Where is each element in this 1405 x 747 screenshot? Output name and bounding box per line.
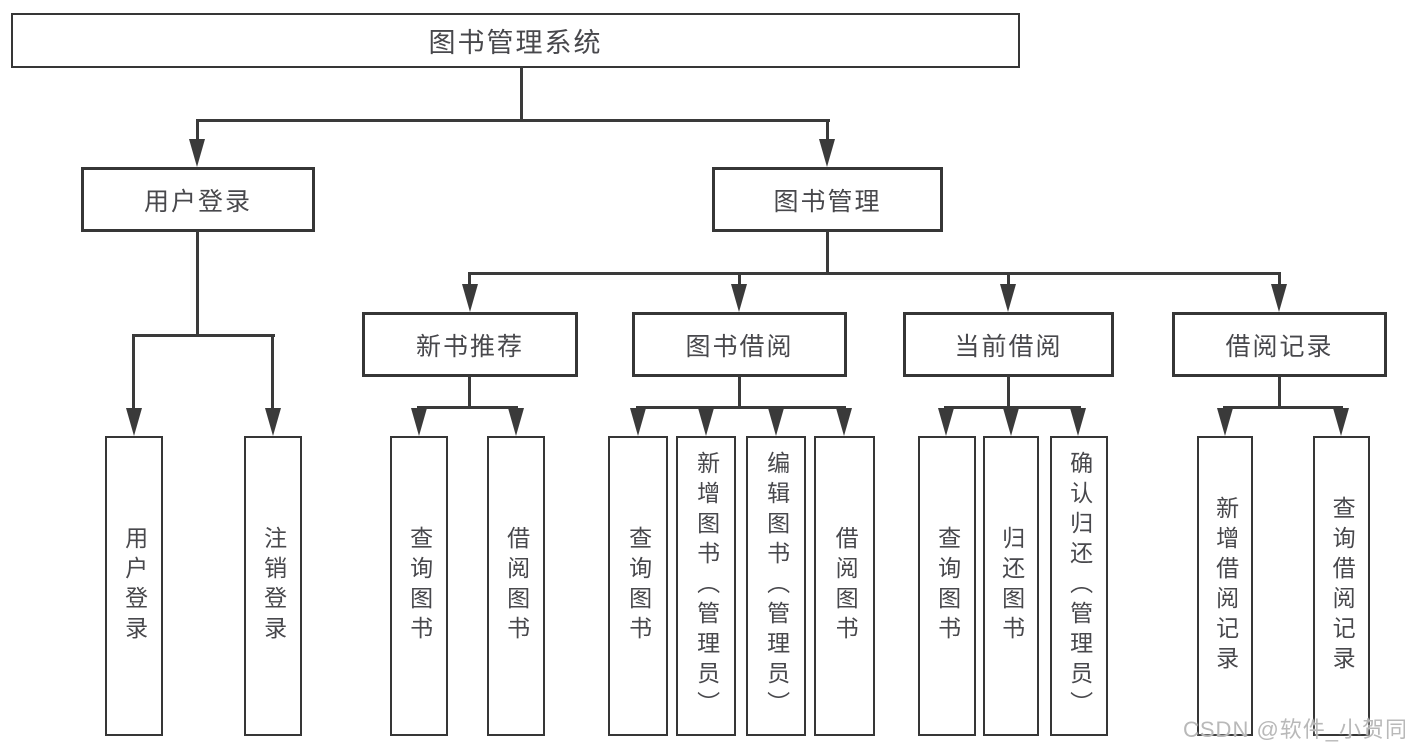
arrowhead-down [508,408,524,436]
connector-line [520,66,523,121]
node-borrow-books-label: 借阅图书 [832,526,859,646]
connector-line [133,334,275,337]
arrowhead-down [1070,408,1086,436]
arrowhead-down [836,408,852,436]
node-confirm-return-admin: 确认归还（管理员） [1050,436,1108,736]
node-logout-login-label: 注销登录 [260,526,287,646]
node-library-system-label: 图书管理系统 [428,28,603,58]
node-return-books: 归还图书 [983,436,1039,736]
node-borrow-books: 借阅图书 [814,436,875,736]
connector-line [1224,406,1343,409]
arrowhead-down [938,408,954,436]
arrowhead-down [1333,408,1349,436]
arrowhead-down [630,408,646,436]
connector-line [738,272,741,286]
node-book-management-label: 图书管理 [773,187,882,216]
connector-line [826,231,829,274]
connector-line [826,119,829,147]
node-user-login-label: 用户登录 [143,187,252,216]
arrowhead-down [1217,408,1233,436]
node-borrowing-records-label: 借阅记录 [1225,332,1334,361]
node-library-system: 图书管理系统 [11,13,1020,68]
connector-line [1007,272,1010,286]
arrowhead-down [819,139,835,167]
node-borrowing-records: 借阅记录 [1172,312,1387,377]
node-add-borrow-record: 新增借阅记录 [1197,436,1253,736]
connector-line [271,334,274,410]
node-book-borrowing-label: 图书借阅 [685,332,794,361]
node-book-management: 图书管理 [712,167,943,232]
connector-line [738,376,741,408]
connector-line [637,406,846,409]
arrowhead-down [1271,284,1287,312]
node-confirm-return-admin-label: 确认归还（管理员） [1066,451,1093,721]
node-query-books-recommend: 查询图书 [390,436,448,736]
node-borrow-books-recommend-label: 借阅图书 [503,526,530,646]
node-user-login-leaf-label: 用户登录 [121,526,148,646]
node-new-book-recommendation: 新书推荐 [362,312,578,377]
arrowhead-down [768,408,784,436]
node-current-borrowing-label: 当前借阅 [954,332,1063,361]
connector-line [468,376,471,408]
node-logout-login: 注销登录 [244,436,302,736]
node-borrow-books-recommend: 借阅图书 [487,436,545,736]
node-return-books-label: 归还图书 [998,526,1025,646]
arrowhead-down [462,284,478,312]
arrowhead-down [1003,408,1019,436]
node-query-borrow-record: 查询借阅记录 [1313,436,1370,736]
node-book-borrowing: 图书借阅 [632,312,847,377]
arrowhead-down [411,408,427,436]
connector-line [132,334,135,410]
arrowhead-down [126,408,142,436]
arrowhead-down [731,284,747,312]
node-edit-books-admin-label: 编辑图书（管理员） [763,451,790,721]
node-add-borrow-record-label: 新增借阅记录 [1212,496,1239,676]
node-user-login: 用户登录 [81,167,315,232]
node-query-books-current-label: 查询图书 [934,526,961,646]
connector-line [468,272,471,286]
node-current-borrowing: 当前借阅 [903,312,1114,377]
arrowhead-down [189,139,205,167]
connector-line [197,119,830,122]
node-user-login-leaf: 用户登录 [105,436,163,736]
node-query-books-current: 查询图书 [918,436,976,736]
arrowhead-down [698,408,714,436]
connector-line [418,406,518,409]
node-new-book-recommendation-label: 新书推荐 [415,332,524,361]
node-add-books-admin: 新增图书（管理员） [676,436,736,736]
node-query-borrow-record-label: 查询借阅记录 [1329,496,1356,676]
connector-line [196,119,199,147]
connector-line [196,231,199,336]
arrowhead-down [1000,284,1016,312]
node-query-books-borrowing: 查询图书 [608,436,668,736]
node-query-books-recommend-label: 查询图书 [406,526,433,646]
node-add-books-admin-label: 新增图书（管理员） [693,451,720,721]
connector-line [1007,376,1010,408]
node-edit-books-admin: 编辑图书（管理员） [746,436,806,736]
connector-line [1278,376,1281,408]
connector-line [945,406,1081,409]
arrowhead-down [265,408,281,436]
node-query-books-borrowing-label: 查询图书 [625,526,652,646]
watermark-text: CSDN @软件_小贺同学 [1183,717,1405,742]
connector-line [1278,272,1281,286]
connector-line [469,272,1281,275]
